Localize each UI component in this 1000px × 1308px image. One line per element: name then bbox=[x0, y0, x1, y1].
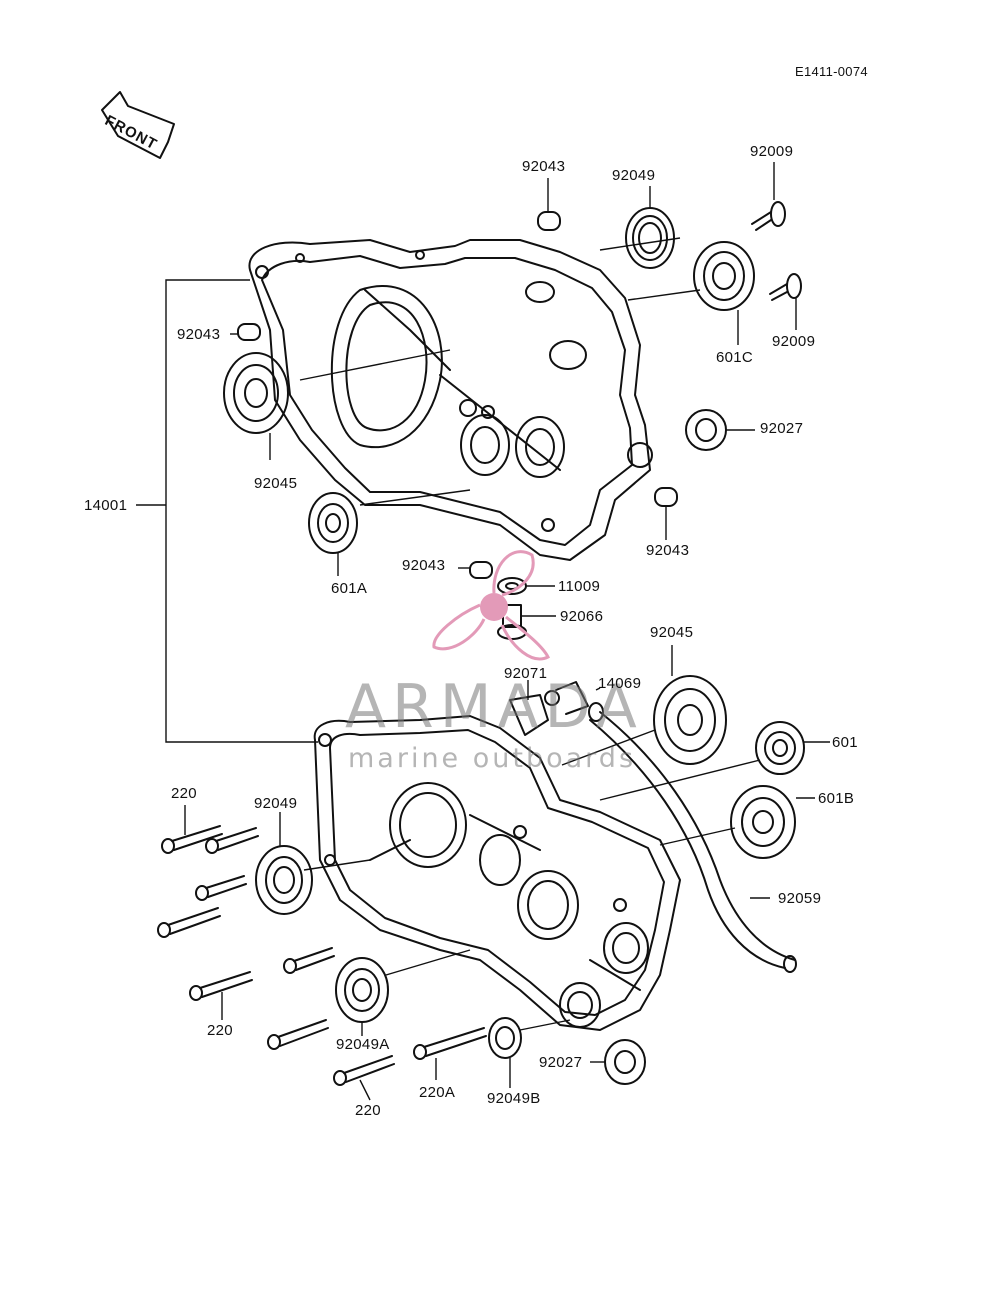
bearing-92045-left bbox=[223, 352, 289, 434]
part-label-92066: 92066 bbox=[560, 608, 604, 625]
seal-92049-left bbox=[255, 845, 313, 915]
part-label-601B: 601B bbox=[818, 790, 855, 807]
part-label-92027: 92027 bbox=[539, 1054, 583, 1071]
bolt-220-5 bbox=[283, 947, 335, 974]
part-label-92043: 92043 bbox=[522, 158, 566, 175]
part-label-14069: 14069 bbox=[598, 675, 642, 692]
part-label-14001: 14001 bbox=[84, 497, 128, 514]
document-id: E1411-0074 bbox=[795, 64, 868, 79]
part-label-92043: 92043 bbox=[177, 326, 221, 343]
bearing-601 bbox=[755, 721, 805, 775]
bearing-601A bbox=[308, 492, 358, 554]
seal-92027-right bbox=[685, 409, 727, 451]
bearing-92045-right bbox=[653, 675, 727, 765]
part-label-92027: 92027 bbox=[760, 420, 804, 437]
bearing-92049-top bbox=[625, 207, 675, 269]
part-label-220: 220 bbox=[171, 785, 197, 802]
part-label-92043: 92043 bbox=[402, 557, 446, 574]
fitting-14069 bbox=[544, 681, 604, 722]
bearing-601C bbox=[693, 241, 755, 311]
part-label-92009: 92009 bbox=[750, 143, 794, 160]
part-label-601C: 601C bbox=[716, 349, 754, 366]
fitting-92071 bbox=[509, 694, 549, 736]
bolt-220A bbox=[413, 1027, 487, 1060]
bolt-92009-mid bbox=[769, 273, 802, 301]
part-label-92049A: 92049A bbox=[336, 1036, 390, 1053]
seal-92049A bbox=[335, 957, 389, 1023]
bolt-220-8 bbox=[333, 1055, 395, 1086]
upper-crankcase bbox=[248, 239, 653, 561]
bolt-220-1 bbox=[161, 825, 223, 854]
lower-crankcase bbox=[313, 715, 681, 1031]
part-label-92049: 92049 bbox=[254, 795, 298, 812]
part-label-601A: 601A bbox=[331, 580, 368, 597]
part-label-11009: 11009 bbox=[558, 578, 601, 595]
armada-logo-icon bbox=[432, 550, 551, 661]
part-label-92059: 92059 bbox=[778, 890, 822, 907]
part-label-92045: 92045 bbox=[254, 475, 298, 492]
bolt-220-3 bbox=[195, 875, 247, 901]
seal-92027-bottom bbox=[604, 1039, 646, 1085]
bearing-601B bbox=[730, 785, 796, 859]
part-label-601: 601 bbox=[832, 734, 858, 751]
leader-lines bbox=[136, 162, 830, 1101]
part-label-92045: 92045 bbox=[650, 624, 694, 641]
dowel-92043-left bbox=[237, 323, 261, 341]
bolt-220-7 bbox=[267, 1019, 329, 1050]
part-label-220: 220 bbox=[207, 1022, 233, 1039]
part-label-92043: 92043 bbox=[646, 542, 690, 559]
dowel-92043-center bbox=[469, 561, 493, 579]
part-label-92071: 92071 bbox=[504, 665, 548, 682]
bolt-92009-top bbox=[751, 201, 786, 231]
bolt-220-6 bbox=[189, 971, 253, 1001]
dowel-92043-top bbox=[537, 211, 561, 231]
part-label-220: 220 bbox=[355, 1102, 381, 1119]
part-label-92009: 92009 bbox=[772, 333, 816, 350]
bolt-220-4 bbox=[157, 907, 221, 938]
seal-92049B bbox=[488, 1017, 522, 1059]
part-label-220A: 220A bbox=[419, 1084, 456, 1101]
bolt-220-2 bbox=[205, 827, 259, 854]
watermark-tagline: marine outboards bbox=[348, 743, 637, 774]
dowel-92043-right bbox=[654, 487, 678, 507]
front-arrow-icon bbox=[101, 91, 175, 159]
breather-hose-92059 bbox=[589, 711, 796, 969]
part-label-92049B: 92049B bbox=[487, 1090, 541, 1107]
watermark-brand: ARMADA bbox=[345, 672, 643, 742]
part-label-92049: 92049 bbox=[612, 167, 656, 184]
